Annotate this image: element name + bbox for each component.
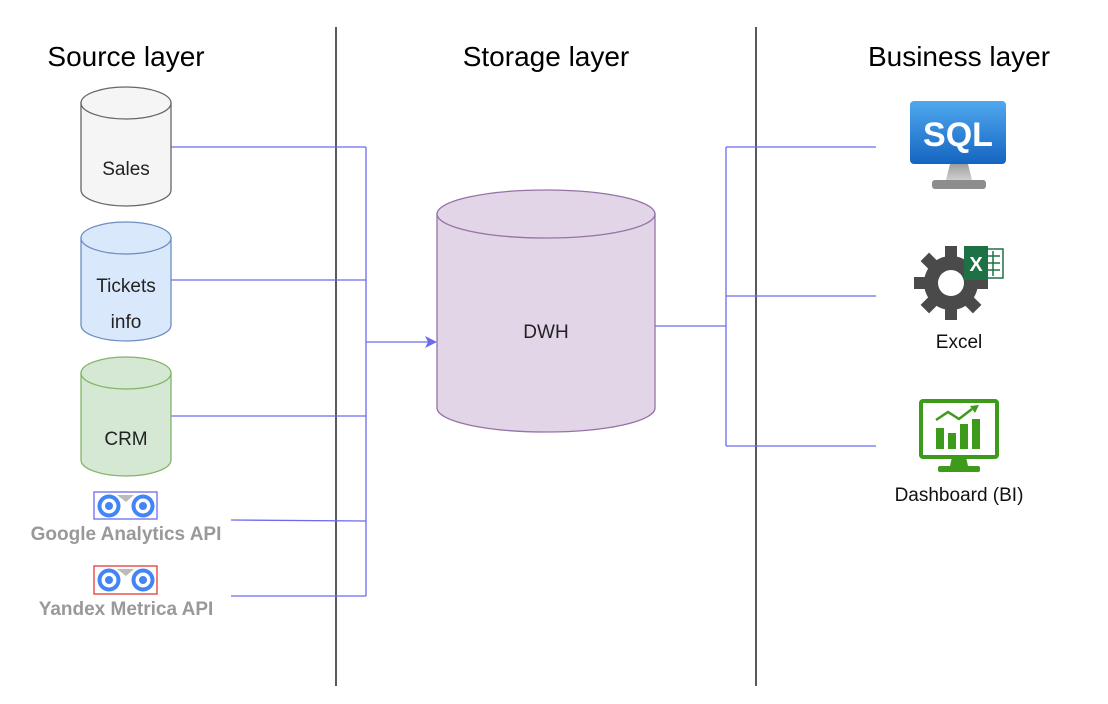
business-connectors <box>655 146 876 447</box>
dwh-database: DWH <box>436 189 656 433</box>
excel-logo-icon: X <box>964 246 1004 280</box>
sales-database: Sales <box>80 86 172 207</box>
google-api-icon <box>93 491 158 520</box>
yandex-api-label: Yandex Metrica API <box>39 599 214 620</box>
sql-icon: SQL <box>910 101 1006 189</box>
crm-label: CRM <box>104 429 147 450</box>
source-connectors <box>171 146 437 597</box>
yandex-api-icon <box>93 565 158 595</box>
tickets-label-line2: info <box>111 312 142 333</box>
excel-badge: X <box>969 254 983 276</box>
bar-chart-icon <box>936 419 980 449</box>
dwh-label: DWH <box>523 322 568 343</box>
business-layer-title: Business layer <box>868 41 1050 72</box>
dashboard-label: Dashboard (BI) <box>895 485 1024 506</box>
tickets-label-line1: Tickets <box>96 276 155 297</box>
yandex-metrica-api: Yandex Metrica API <box>39 565 214 620</box>
trend-arrow-icon <box>970 405 979 413</box>
source-layer-title: Source layer <box>47 41 204 72</box>
excel-label: Excel <box>936 332 982 353</box>
excel-icon: X Excel <box>914 246 1004 353</box>
connector-google <box>230 519 367 522</box>
google-analytics-api: Google Analytics API <box>31 491 222 545</box>
tickets-database: Tickets info <box>80 221 172 342</box>
arrowhead-icon <box>425 336 437 348</box>
sql-icon-text: SQL <box>923 116 993 154</box>
storage-layer-title: Storage layer <box>463 41 630 72</box>
sales-label: Sales <box>102 159 150 180</box>
google-api-label: Google Analytics API <box>31 524 222 545</box>
crm-database: CRM <box>80 356 172 477</box>
trend-line-icon <box>935 408 973 422</box>
dashboard-icon: Dashboard (BI) <box>895 399 1024 506</box>
